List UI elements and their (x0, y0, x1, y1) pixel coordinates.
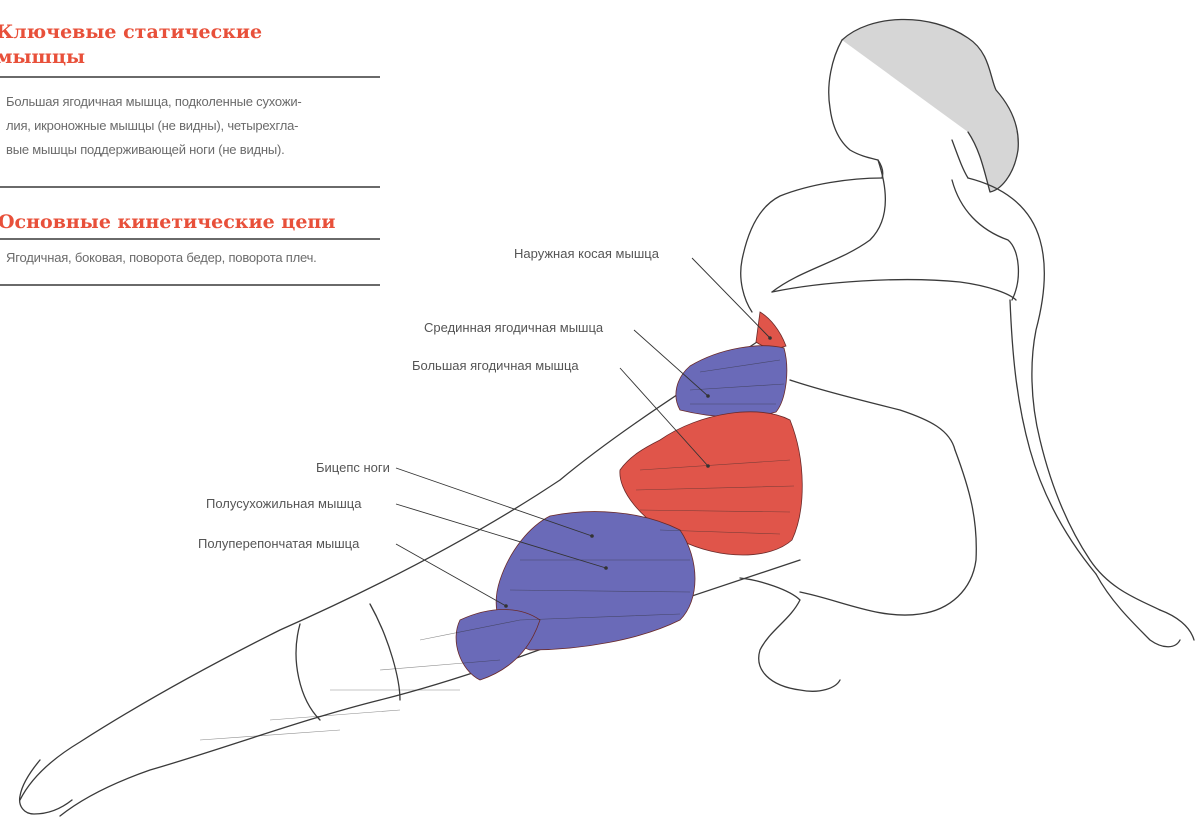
back-outline (741, 178, 882, 312)
hip-side (800, 450, 976, 615)
label-gluteus-maximus: Большая ягодичная мышца (412, 358, 579, 373)
knee (370, 604, 400, 700)
label-external-oblique: Наружная косая мышца (514, 246, 660, 261)
leader-external-oblique (692, 258, 770, 338)
external-oblique-muscle (756, 312, 786, 348)
gluteus-medius-muscle (676, 346, 787, 417)
hair (842, 19, 1018, 192)
label-semitendinosus: Полусухожильная мышца (206, 496, 362, 511)
arm-inner (1010, 300, 1096, 574)
semimembranosus-muscle (456, 610, 540, 681)
waist (790, 380, 955, 450)
bent-leg (740, 578, 840, 691)
label-gluteus-medius: Срединная ягодичная мышца (424, 320, 604, 335)
label-semimembranosus: Полуперепончатая мышца (198, 536, 360, 551)
label-biceps-femoris: Бицепс ноги (316, 460, 390, 475)
band (772, 280, 1016, 300)
right-shoulder (968, 178, 1160, 610)
calf (296, 624, 320, 720)
strap-left (772, 160, 885, 292)
hand (1096, 574, 1194, 647)
neck (952, 140, 968, 178)
leader-semimembranosus (396, 544, 506, 606)
